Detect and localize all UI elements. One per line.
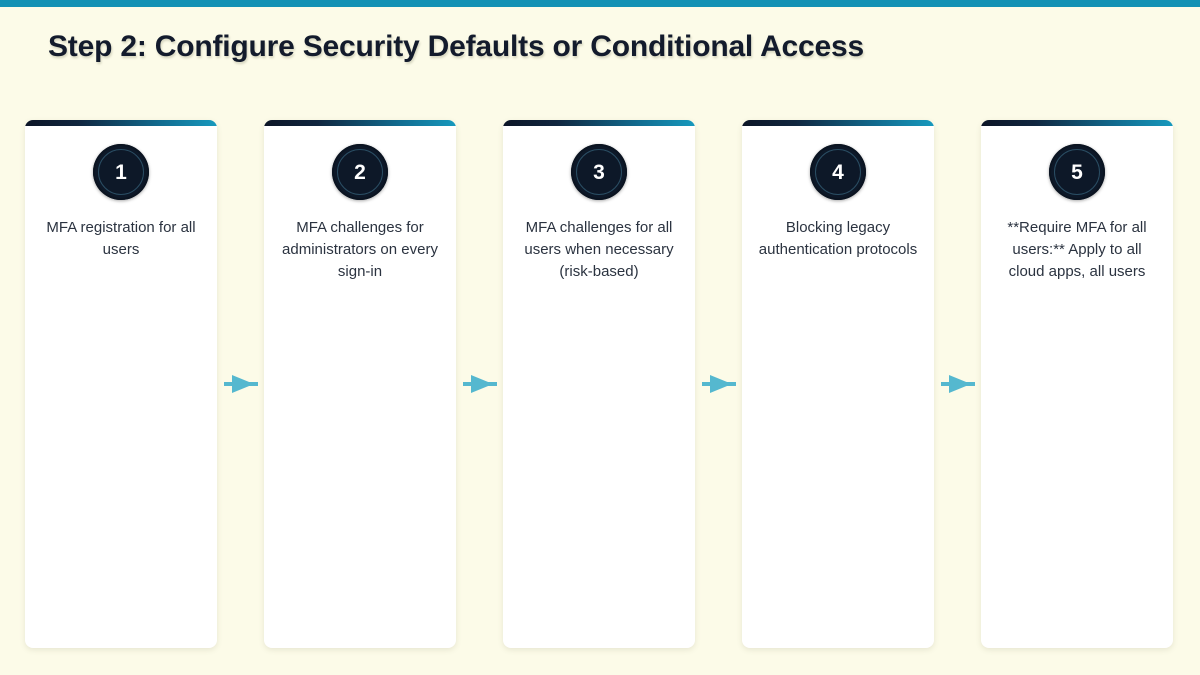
step-number-badge-1: 1 xyxy=(93,144,149,200)
step-number-badge-2: 2 xyxy=(332,144,388,200)
step-number-badge-5: 5 xyxy=(1049,144,1105,200)
step-description-4: Blocking legacy authentication protocols xyxy=(758,219,918,258)
connector-2 xyxy=(456,120,503,648)
connector-3 xyxy=(695,120,742,648)
card-accent-bar-2 xyxy=(264,120,456,126)
step-description-5: **Require MFA for all users:** Apply to … xyxy=(1007,219,1147,280)
arrow-right-icon xyxy=(223,373,258,395)
step-number-label-2: 2 xyxy=(354,160,366,184)
step-description-2: MFA challenges for administrators on eve… xyxy=(282,219,438,280)
flow-step-card-3[interactable]: 3 MFA challenges for all users when nece… xyxy=(503,120,695,648)
card-content-3: 3 MFA challenges for all users when nece… xyxy=(503,120,695,283)
connector-4 xyxy=(934,120,981,648)
arrow-right-icon xyxy=(940,373,975,395)
card-accent-bar-4 xyxy=(742,120,934,126)
step-description-3: MFA challenges for all users when necess… xyxy=(524,219,674,280)
step-number-badge-4: 4 xyxy=(810,144,866,200)
card-accent-bar-1 xyxy=(25,120,217,126)
arrow-right-icon xyxy=(701,373,736,395)
connector-1 xyxy=(217,120,264,648)
step-number-label-5: 5 xyxy=(1071,160,1083,184)
step-number-badge-3: 3 xyxy=(571,144,627,200)
step-number-label-4: 4 xyxy=(832,160,844,184)
card-content-4: 4 Blocking legacy authentication protoco… xyxy=(742,120,934,261)
flow-step-card-2[interactable]: 2 MFA challenges for administrators on e… xyxy=(264,120,456,648)
arrow-right-icon xyxy=(462,373,497,395)
process-flow: 1 MFA registration for all users 2 MFA c… xyxy=(25,120,1175,650)
step-number-label-1: 1 xyxy=(115,160,127,184)
page-title: Step 2: Configure Security Defaults or C… xyxy=(48,30,864,63)
card-accent-bar-3 xyxy=(503,120,695,126)
step-description-1: MFA registration for all users xyxy=(46,219,196,258)
flow-step-card-1[interactable]: 1 MFA registration for all users xyxy=(25,120,217,648)
flow-step-card-4[interactable]: 4 Blocking legacy authentication protoco… xyxy=(742,120,934,648)
step-number-label-3: 3 xyxy=(593,160,605,184)
flow-step-card-5[interactable]: 5 **Require MFA for all users:** Apply t… xyxy=(981,120,1173,648)
card-content-1: 1 MFA registration for all users xyxy=(25,120,217,261)
card-content-5: 5 **Require MFA for all users:** Apply t… xyxy=(981,120,1173,283)
card-accent-bar-5 xyxy=(981,120,1173,126)
card-content-2: 2 MFA challenges for administrators on e… xyxy=(264,120,456,283)
top-accent-strip xyxy=(0,0,1200,7)
